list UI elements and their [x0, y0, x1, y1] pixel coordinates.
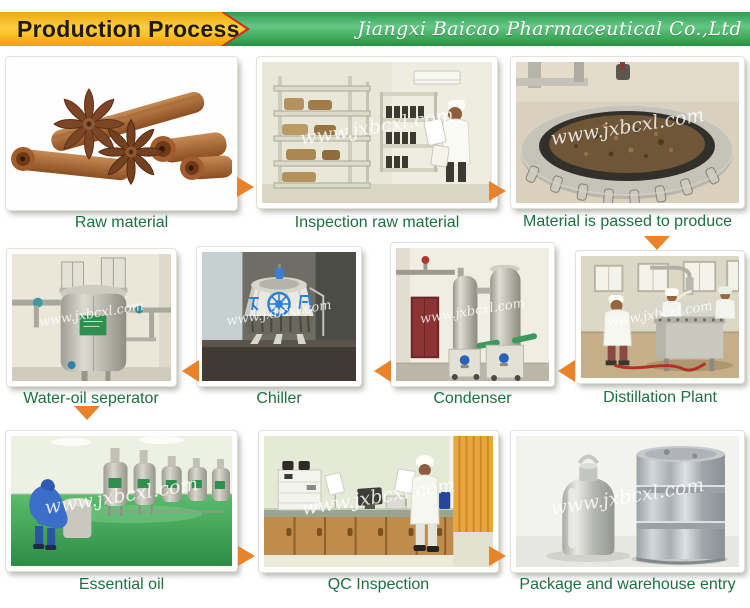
flow-arrow-left-icon [558, 360, 575, 382]
inspection-illustration [262, 62, 492, 203]
step-label-essential-oil: Essential oil [78, 576, 165, 593]
step-photo-raw-material [6, 57, 237, 210]
condenser-illustration [396, 248, 549, 381]
step-photo-package-warehouse: www.jxbcxl.com [511, 431, 744, 572]
flow-arrow-left-icon [374, 360, 391, 382]
page-title: Production Process [17, 15, 240, 42]
step-label-chiller: Chiller [256, 390, 302, 407]
step-photo-qc-inspection: www.jxbcxl.com [259, 431, 498, 572]
flow-arrow-right-icon [237, 177, 254, 197]
step-photo-distillation-plant: www.jxbcxl.com [576, 251, 744, 383]
flow-arrow-left-icon [182, 360, 199, 382]
step-label-water-oil: Water-oil seperator [23, 390, 159, 407]
company-name: Jiangxi Baicao Pharmaceutical Co.,Ltd [357, 18, 742, 40]
step-label-qc-inspection: QC Inspection [327, 576, 430, 593]
separator-illustration [12, 254, 171, 381]
header-yellow-ribbon: Production Process [0, 12, 246, 46]
flow-arrow-down-icon [644, 236, 670, 250]
raw-material-illustration [11, 62, 232, 205]
chiller-illustration [202, 252, 356, 381]
flow-arrow-down-icon [74, 406, 100, 420]
step-label-condenser: Condenser [433, 390, 512, 407]
step-photo-essential-oil: www.jxbcxl.com [6, 431, 237, 571]
step-photo-condenser: www.jxbcxl.com [391, 243, 554, 386]
flow-arrow-right-icon [489, 181, 506, 201]
step-label-distillation: Distillation Plant [603, 389, 717, 406]
step-label-material-passed: Material is passed to produce [523, 213, 732, 230]
flow-arrow-right-icon [489, 546, 506, 566]
step-photo-material-passed: www.jxbcxl.com [511, 57, 744, 208]
essential-oil-illustration [11, 436, 232, 566]
packaging-illustration [516, 436, 739, 567]
step-photo-inspection-raw-material: www.jxbcxl.com [257, 57, 497, 208]
extraction-tank-illustration [516, 62, 739, 203]
flow-arrow-right-icon [238, 546, 255, 566]
qc-lab-illustration [264, 436, 493, 567]
step-label-inspection: Inspection raw material [294, 214, 460, 231]
step-label-raw-material: Raw material [74, 214, 169, 231]
step-photo-water-oil-seperator: www.jxbcxl.com [7, 249, 176, 386]
step-label-package: Package and warehouse entry [519, 576, 736, 593]
step-photo-chiller: www.jxbcxl.com [197, 247, 361, 386]
distillation-illustration [581, 256, 739, 378]
